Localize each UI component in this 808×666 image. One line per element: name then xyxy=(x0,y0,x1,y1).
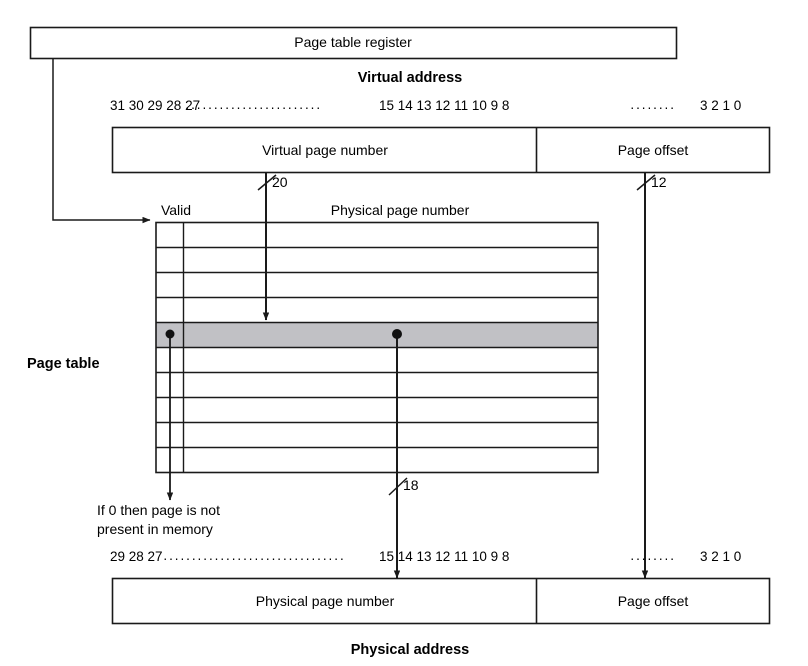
page-offset-width-annotation: 12 xyxy=(651,174,667,190)
page-table-register-label: Page table register xyxy=(294,34,412,50)
register-to-page-table-connector xyxy=(52,58,151,224)
physical-page-offset-field-label: Page offset xyxy=(617,593,689,609)
valid-bit-note-line2: present in memory xyxy=(97,521,213,537)
virtual-address-title: Virtual address xyxy=(357,70,463,86)
page-table-register-box xyxy=(29,26,678,60)
page-table-highlighted-row xyxy=(156,322,598,347)
page-offset-width-tick xyxy=(636,174,656,191)
virtual-page-offset-field-label: Page offset xyxy=(617,142,689,158)
virtual-address-bit-dots-upper: ························ xyxy=(185,100,322,115)
page-table-valid-header: Valid xyxy=(160,202,192,218)
virtual-page-number-field-label: Virtual page number xyxy=(262,142,388,158)
physical-address-title: Physical address xyxy=(350,642,470,658)
ppn-width-annotation: 18 xyxy=(403,477,419,493)
virtual-address-bit-labels-mid: 15 14 13 12 11 10 9 8 xyxy=(379,98,510,113)
physical-page-number-field-label: Physical page number xyxy=(255,593,395,609)
ppn-width-tick xyxy=(388,477,408,496)
page-table-label: Page table xyxy=(27,356,100,372)
virtual-address-box xyxy=(111,126,771,174)
valid-bit-dot xyxy=(165,329,175,339)
vpn-width-tick xyxy=(257,174,277,191)
ppn-output-dot xyxy=(392,329,402,339)
virtual-address-bit-labels-right: 3 2 1 0 xyxy=(700,98,742,113)
physical-address-bit-labels-right: 3 2 1 0 xyxy=(700,549,742,564)
physical-address-bit-dots-lower: ········ xyxy=(630,551,676,566)
physical-address-bit-labels-left: 29 28 27 xyxy=(110,549,163,564)
physical-address-box xyxy=(111,577,771,625)
physical-address-bit-labels-mid: 15 14 13 12 11 10 9 8 xyxy=(379,549,510,564)
virtual-address-bit-labels-left: 31 30 29 28 27 xyxy=(110,98,201,113)
page-table-row-separators xyxy=(156,246,598,449)
virtual-address-bit-dots-lower: ········ xyxy=(630,100,676,115)
physical-address-bit-dots-upper: ································ xyxy=(163,551,346,566)
valid-bit-note-line1: If 0 then page is not xyxy=(97,502,220,518)
page-table-ppn-header: Physical page number xyxy=(330,202,470,218)
vpn-width-annotation: 20 xyxy=(272,174,288,190)
